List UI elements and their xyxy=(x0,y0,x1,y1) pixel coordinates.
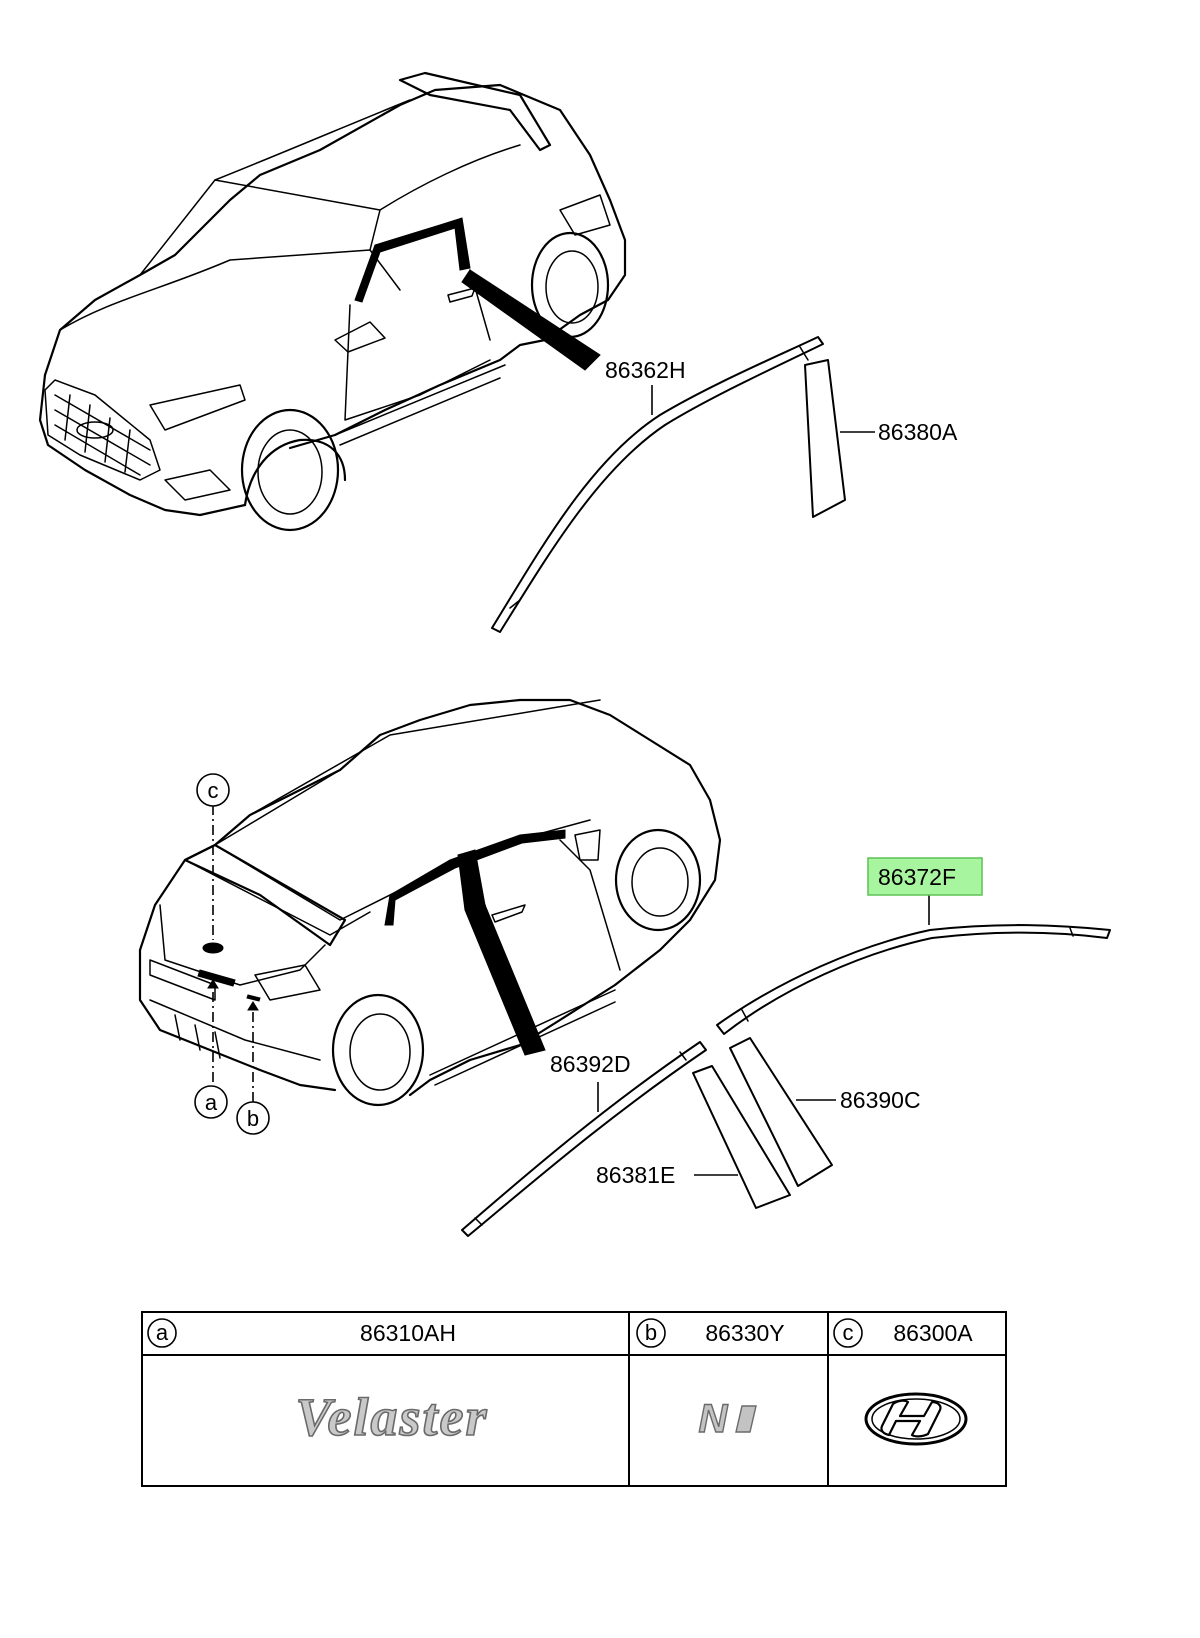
front-pillar-tape-callout: 86380A xyxy=(878,419,958,445)
rear-pillar-tape-part xyxy=(729,1037,833,1187)
table-a-part-number: 86310AH xyxy=(360,1320,456,1346)
velaster-emblem: Velaster xyxy=(295,1387,488,1447)
hyundai-logo-icon xyxy=(864,1392,968,1446)
locator-a-label: a xyxy=(205,1090,218,1115)
locator-a-circle xyxy=(194,1085,228,1119)
table-b-letter: b xyxy=(645,1320,657,1345)
front-pillar-leader-wedge xyxy=(461,269,601,371)
table-c-letter: c xyxy=(843,1320,854,1345)
n-emblem: N xyxy=(699,1397,729,1441)
table-b-part-number: 86330Y xyxy=(705,1320,784,1346)
locator-c-circle xyxy=(196,773,230,807)
front-car-illustration xyxy=(38,71,627,532)
locator-callouts: c a b xyxy=(194,773,270,1135)
rear-roof-molding-d-part xyxy=(461,1041,707,1237)
rear-car-illustration xyxy=(138,698,722,1107)
front-roof-molding-part xyxy=(491,336,824,633)
table-a-letter: a xyxy=(156,1320,169,1345)
rear-roof-molding-callout[interactable]: 86372F xyxy=(878,864,956,890)
rear-pillar-tape-callout: 86390C xyxy=(840,1087,921,1113)
front-pillar-tape-part xyxy=(804,359,846,518)
locator-c-label: c xyxy=(208,778,219,803)
table-c-part-number: 86300A xyxy=(893,1320,973,1346)
table-b-circle xyxy=(636,1318,666,1348)
locator-b-circle xyxy=(236,1101,270,1135)
table-c-circle xyxy=(833,1318,863,1348)
locator-b-label: b xyxy=(247,1106,259,1131)
emblem-table: a 86310AH Velaster b 86330Y N c 86300A xyxy=(141,1311,1007,1487)
rear-roof-molding-part xyxy=(716,924,1111,1035)
rear-pillar-leader-wedge xyxy=(457,849,546,1056)
rear-pillar-tape-e-part xyxy=(692,1065,791,1209)
front-roof-molding-callout: 86362H xyxy=(605,357,686,383)
rear-pillar-tape-e-callout: 86381E xyxy=(596,1162,675,1188)
rear-roof-molding-d-callout: 86392D xyxy=(550,1051,631,1077)
n-emblem-mark xyxy=(735,1405,757,1433)
highlight-box xyxy=(867,857,983,896)
table-a-circle xyxy=(147,1318,177,1348)
grille-mesh xyxy=(54,394,151,476)
